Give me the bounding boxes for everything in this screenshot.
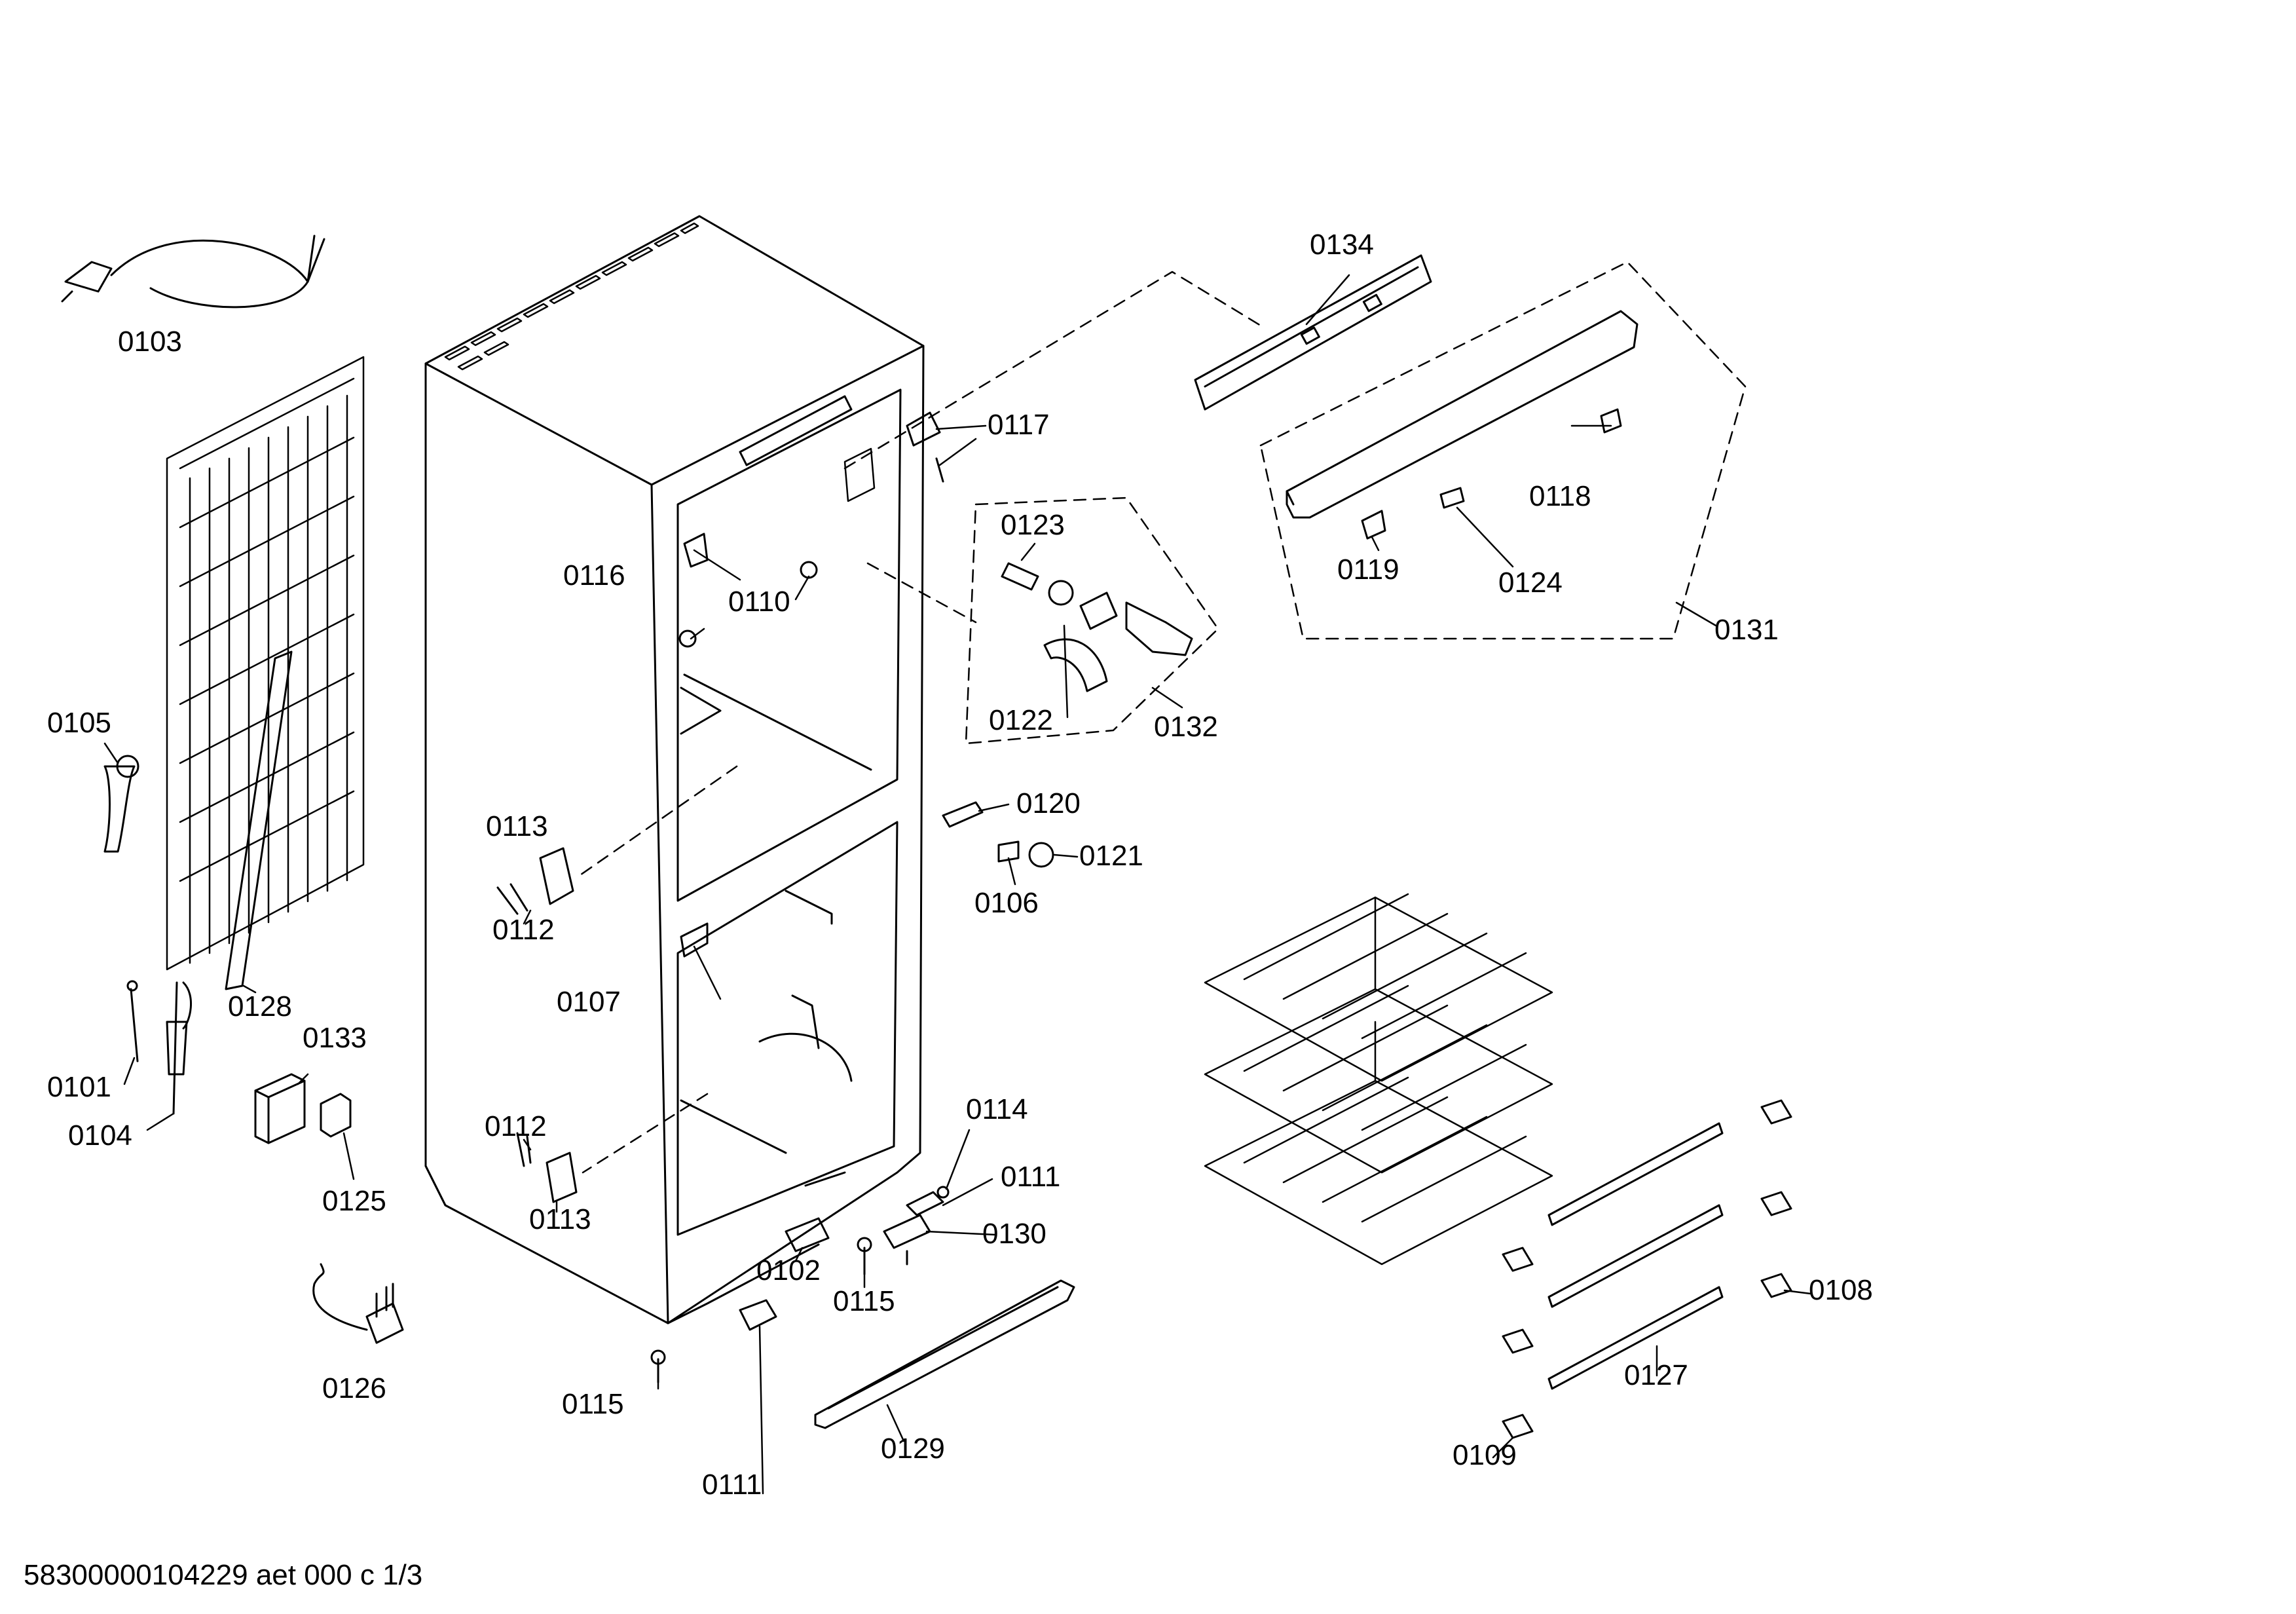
label-part-0114: 0114	[966, 1093, 1028, 1125]
wire-shelves	[1204, 893, 1553, 1266]
label-part-0122: 0122	[989, 704, 1053, 736]
compressor-parts	[312, 1263, 404, 1344]
kick-plate	[814, 1279, 1075, 1429]
lamp-group	[965, 497, 1219, 745]
label-part-0109: 0109	[1453, 1439, 1517, 1471]
label-part-0118: 0118	[1529, 480, 1591, 512]
label-part-0106: 0106	[974, 887, 1039, 919]
label-part-0134: 0134	[1310, 229, 1374, 261]
label-part-0119: 0119	[1337, 554, 1399, 586]
label-part-0113-upper: 0113	[486, 810, 548, 842]
label-part-0112-lower: 0112	[485, 1110, 547, 1142]
rail-brackets	[1502, 1099, 1792, 1439]
control-housing-group	[1259, 261, 1747, 640]
label-part-0108: 0108	[1809, 1274, 1873, 1306]
sensor-parts	[126, 980, 193, 1115]
label-part-0131: 0131	[1714, 614, 1779, 646]
leader-lines	[103, 274, 1812, 1495]
label-part-0120: 0120	[1016, 787, 1081, 819]
label-part-0129: 0129	[881, 1433, 945, 1465]
label-part-0111-upper: 0111	[1001, 1161, 1061, 1193]
label-part-0104: 0104	[68, 1119, 132, 1152]
label-part-0113-lower: 0113	[529, 1203, 591, 1235]
label-part-0127: 0127	[1624, 1359, 1688, 1391]
label-part-0107: 0107	[557, 986, 621, 1018]
dashed-leaders	[575, 271, 1265, 1174]
door-rails	[1547, 1122, 1724, 1390]
control-bezel	[1194, 254, 1432, 411]
label-part-0110: 0110	[728, 586, 790, 618]
relay-parts	[254, 1073, 352, 1144]
label-part-0105: 0105	[47, 707, 111, 739]
cabinet-body	[424, 215, 925, 1324]
power-cord	[61, 235, 325, 309]
label-part-0117: 0117	[988, 409, 1050, 441]
label-part-0115-upper: 0115	[833, 1285, 895, 1317]
thermostat-bulb	[103, 755, 139, 853]
label-part-0133: 0133	[303, 1022, 367, 1054]
label-part-0124: 0124	[1498, 567, 1563, 599]
label-part-0116: 0116	[563, 559, 625, 591]
document-id-footer: 58300000104229 aet 000 c 1/3	[24, 1559, 423, 1591]
label-part-0101: 0101	[47, 1071, 111, 1103]
label-part-0132: 0132	[1154, 711, 1218, 743]
label-part-0103: 0103	[118, 326, 182, 358]
label-part-0123: 0123	[1001, 509, 1065, 541]
label-part-0128: 0128	[228, 990, 292, 1023]
label-part-0125: 0125	[322, 1185, 386, 1217]
condenser-coil	[166, 356, 365, 971]
label-part-0115-lower: 0115	[562, 1388, 624, 1420]
label-part-0126: 0126	[322, 1372, 386, 1404]
label-part-0121: 0121	[1079, 840, 1143, 872]
label-part-0130: 0130	[982, 1218, 1046, 1250]
small-parts	[496, 411, 1054, 1383]
label-part-0112-upper: 0112	[492, 914, 555, 946]
label-part-0111-lower: 0111	[702, 1469, 762, 1501]
label-part-0102: 0102	[756, 1254, 821, 1286]
drain-tube	[225, 650, 293, 990]
